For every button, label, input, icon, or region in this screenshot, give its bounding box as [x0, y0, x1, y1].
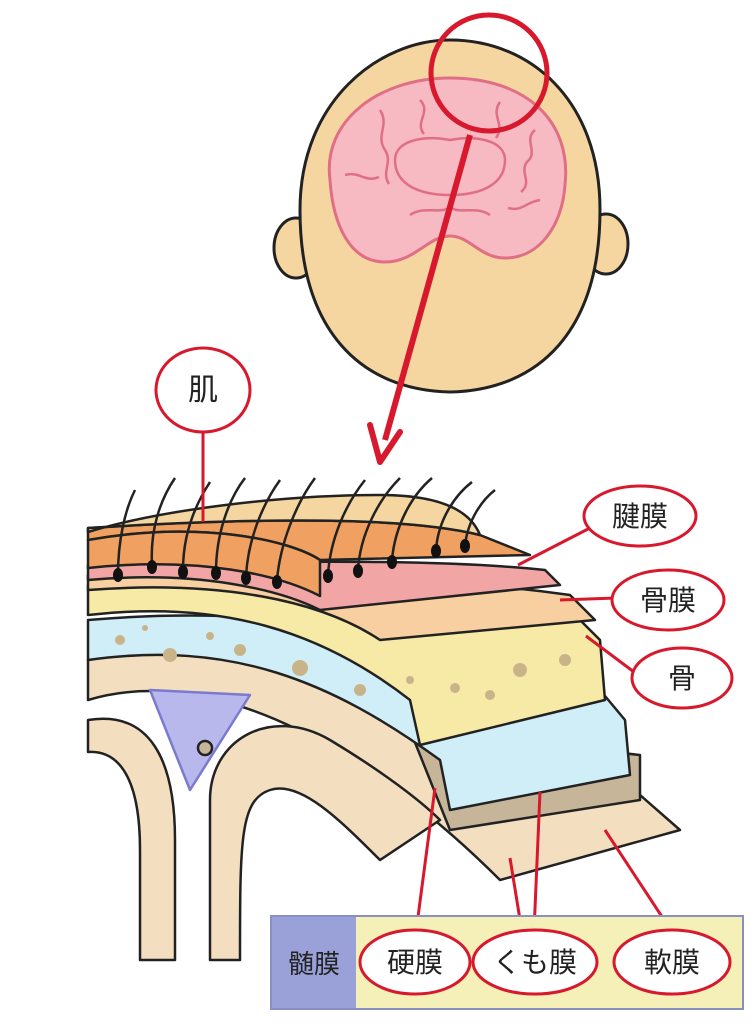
hair-follicles [116, 477, 496, 581]
hair-roots [113, 539, 470, 589]
legend-title: 髄膜 [272, 917, 356, 1008]
vessel-node [196, 739, 214, 757]
zoom-arrow-head [367, 422, 403, 465]
head-illustration [272, 12, 630, 465]
label-periosteum: 骨膜 [610, 568, 726, 632]
bone-speckles [115, 625, 571, 700]
meninges-legend: 髄膜 [270, 915, 744, 1010]
brain-folds [344, 99, 541, 217]
label-skin: 肌 [154, 346, 252, 434]
zoom-arrow-line [382, 134, 473, 441]
focus-circle [428, 12, 550, 134]
brain [327, 76, 568, 264]
label-skin-text: 肌 [188, 373, 218, 408]
skin-top [86, 493, 482, 537]
label-bone: 骨 [630, 646, 734, 710]
right-arch [208, 724, 442, 962]
left-arch [86, 717, 177, 962]
callout-lines [201, 432, 674, 933]
label-bone-text: 骨 [668, 662, 696, 695]
sinus-triangle [148, 688, 252, 792]
label-galea-text: 腱膜 [612, 500, 668, 533]
label-periosteum-text: 骨膜 [640, 584, 696, 617]
scalp-side [86, 530, 322, 598]
label-galea: 腱膜 [582, 484, 698, 548]
cross-section [86, 493, 682, 962]
